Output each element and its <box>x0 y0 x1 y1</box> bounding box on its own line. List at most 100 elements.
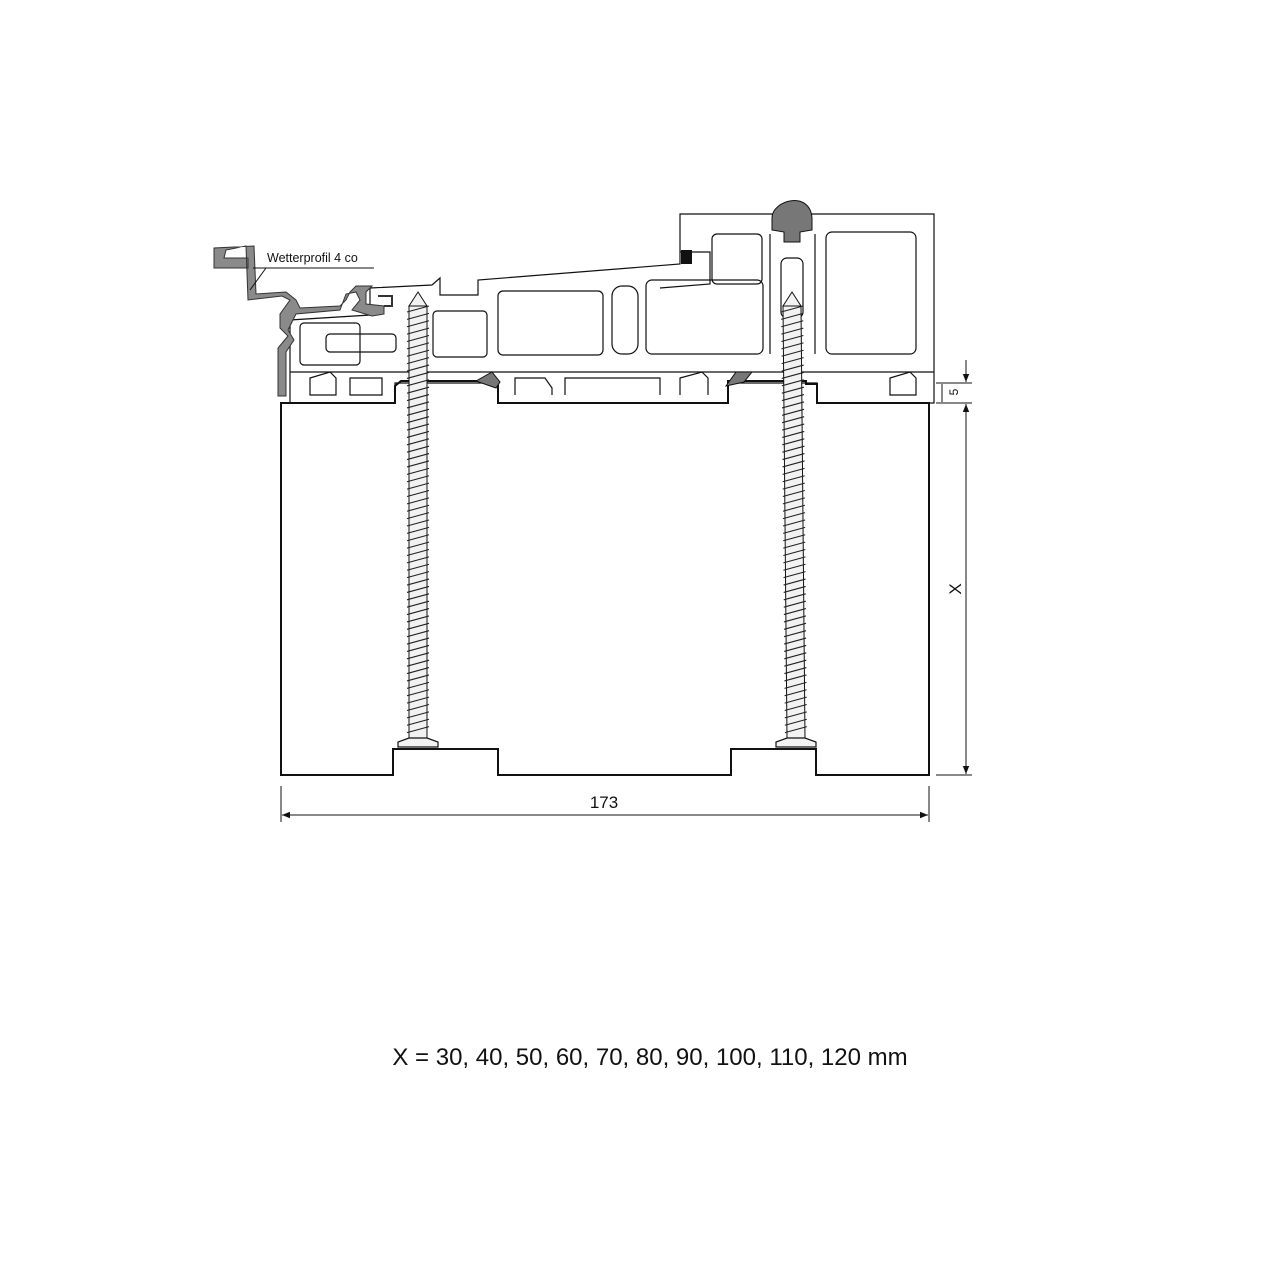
screw-thread <box>406 571 430 579</box>
screw-thread <box>781 394 805 402</box>
screw-tip <box>408 291 428 307</box>
weather-profile-detail <box>378 295 393 307</box>
screw-thread <box>406 593 430 601</box>
callout-label: Wetterprofil 4 co <box>267 251 358 265</box>
screw-thread <box>406 585 430 593</box>
screw-thread <box>784 674 807 682</box>
screw-thread <box>406 622 430 630</box>
screw-thread <box>783 541 806 549</box>
screw-thread <box>781 357 804 365</box>
screw-thread <box>783 637 807 645</box>
screw-thread <box>406 475 430 483</box>
screw-thread <box>782 482 805 490</box>
screw-thread <box>782 497 806 505</box>
screw-thread <box>406 497 430 505</box>
screw-thread <box>406 541 430 549</box>
foot-groove <box>514 377 553 395</box>
screw-thread <box>782 453 805 461</box>
screw-thread <box>406 703 430 712</box>
screw-thread <box>406 305 430 313</box>
bottom-gasket <box>474 371 501 389</box>
screw-thread <box>783 571 806 579</box>
screw-thread <box>780 305 804 313</box>
formula-text: X = 30, 40, 50, 60, 70, 80, 90, 100, 110… <box>392 1044 908 1071</box>
screw-thread <box>406 615 430 623</box>
chamber <box>611 285 639 355</box>
screw-thread <box>783 578 806 586</box>
screw-thread <box>784 711 807 719</box>
screw-thread <box>406 519 430 527</box>
chamber <box>825 231 917 355</box>
screw-thread <box>406 430 430 438</box>
screw-thread <box>783 563 806 571</box>
screw-thread <box>406 644 430 652</box>
screw-thread <box>406 445 430 453</box>
screw-thread <box>782 438 805 446</box>
screw-thread <box>783 622 807 630</box>
screw-thread <box>406 512 430 520</box>
screw-thread <box>783 585 806 593</box>
screw-thread <box>406 667 430 675</box>
screw-thread <box>782 460 805 468</box>
screw-thread <box>783 548 806 557</box>
screw-thread <box>781 327 804 335</box>
screw-thread <box>406 357 430 365</box>
screw-head <box>775 737 817 748</box>
screw-thread <box>783 608 807 616</box>
screw-thread <box>406 726 430 734</box>
screw-thread <box>781 401 805 409</box>
screw-thread <box>406 600 430 608</box>
screw-thread <box>406 467 430 475</box>
screw-thread <box>782 475 805 483</box>
screw-thread <box>406 371 430 379</box>
screw-thread <box>406 659 430 667</box>
screw-thread <box>782 512 806 520</box>
screw-thread <box>406 379 430 387</box>
foot-groove <box>679 371 709 395</box>
screw-left <box>397 291 439 748</box>
screw-right <box>775 291 817 748</box>
screw-thread <box>406 349 430 357</box>
screw-thread <box>406 334 430 343</box>
screw-thread <box>406 320 430 328</box>
screw-tip <box>782 291 802 307</box>
screw-thread <box>781 364 804 372</box>
screw-thread <box>782 430 805 438</box>
screw-thread <box>781 320 804 328</box>
screw-thread <box>784 726 808 734</box>
screw-thread <box>781 349 804 357</box>
weather-profile <box>213 245 385 397</box>
screw-thread <box>406 578 430 586</box>
screw-thread <box>406 563 430 571</box>
screw-thread <box>784 718 807 726</box>
top-gasket <box>771 200 813 243</box>
foot-groove <box>889 371 917 396</box>
screw-thread <box>784 652 807 660</box>
chamber <box>497 290 604 356</box>
screw-thread <box>784 667 807 675</box>
screw-thread <box>406 711 430 719</box>
screw-thread <box>782 423 805 431</box>
screw-thread <box>406 342 430 350</box>
screw-thread <box>782 445 805 453</box>
screw-thread <box>406 408 430 416</box>
bottom-gasket <box>724 371 754 387</box>
profile-step <box>659 251 711 289</box>
screw-thread <box>406 556 430 564</box>
screw-thread <box>784 659 807 667</box>
screw-thread <box>784 644 807 652</box>
callout-leader <box>249 267 267 291</box>
chamber <box>645 279 764 355</box>
screw-thread <box>781 334 804 343</box>
screw-thread <box>781 416 805 424</box>
screw-thread <box>781 386 805 394</box>
screw-thread <box>406 312 430 320</box>
dim-height-label: X <box>946 583 965 594</box>
screw-thread <box>781 312 804 320</box>
timber-block <box>280 380 930 776</box>
foot-groove <box>309 371 337 396</box>
screw-thread <box>406 327 430 335</box>
screw-thread <box>406 652 430 660</box>
screw-thread <box>406 534 430 542</box>
